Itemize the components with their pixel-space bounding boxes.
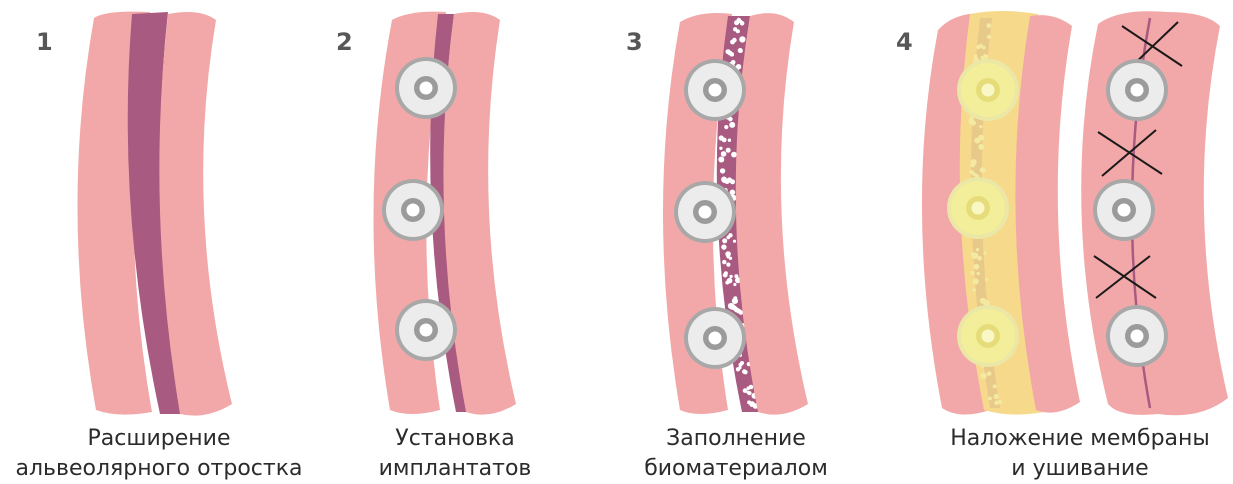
caption-line: альвеолярного отростка xyxy=(0,454,318,484)
granule xyxy=(970,170,974,174)
granule xyxy=(739,36,745,42)
granule xyxy=(978,144,984,150)
granule xyxy=(979,125,982,128)
granule xyxy=(724,125,728,129)
granule xyxy=(722,238,727,243)
granule xyxy=(988,397,992,401)
granule xyxy=(981,168,986,173)
granule xyxy=(971,120,976,125)
granule xyxy=(731,152,737,158)
granule xyxy=(722,138,727,143)
granule xyxy=(721,151,727,157)
caption-line: Наложение мембраны xyxy=(930,424,1230,454)
granule xyxy=(983,252,986,255)
implant-icon xyxy=(684,59,746,121)
step-number: 4 xyxy=(896,28,913,56)
granule xyxy=(730,190,736,196)
implant-icon xyxy=(1106,59,1168,121)
granule xyxy=(733,240,736,243)
granule xyxy=(980,373,986,379)
granule xyxy=(976,272,980,276)
granule xyxy=(974,54,978,58)
caption-line: Расширение xyxy=(0,424,318,454)
implant-icon xyxy=(957,305,1019,367)
granule xyxy=(718,157,724,163)
granule xyxy=(719,147,722,150)
granule xyxy=(726,148,731,153)
granule xyxy=(986,23,991,28)
granule xyxy=(736,29,740,33)
caption-line: Установка xyxy=(340,424,570,454)
granule xyxy=(736,367,740,371)
step-3-illustration xyxy=(663,13,808,415)
granule xyxy=(739,20,743,24)
granule xyxy=(974,264,980,270)
step-number: 3 xyxy=(626,28,643,56)
granule xyxy=(974,138,980,144)
granule xyxy=(729,257,732,260)
granule xyxy=(721,244,726,249)
caption-line: имплантатов xyxy=(340,454,570,484)
granule xyxy=(722,260,726,264)
step-caption: Заполнение биоматериалом xyxy=(626,424,846,484)
step-caption: Установка имплантатов xyxy=(340,424,570,484)
step-number: 1 xyxy=(36,28,53,56)
granule xyxy=(976,248,979,251)
implant-icon xyxy=(382,179,444,241)
step-caption: Расширение альвеолярного отростка xyxy=(0,424,318,484)
granule xyxy=(724,271,728,275)
granule xyxy=(987,35,991,39)
granule xyxy=(731,53,734,56)
granule xyxy=(971,271,975,275)
step-caption: Наложение мембраны и ушивание xyxy=(930,424,1230,484)
implant-icon xyxy=(947,177,1009,239)
granule xyxy=(972,288,976,292)
granule xyxy=(743,370,747,374)
step-2-illustration xyxy=(373,12,516,415)
step-4-sutured-illustration xyxy=(1081,11,1228,415)
granule xyxy=(987,371,992,376)
granule xyxy=(720,168,725,173)
granule xyxy=(747,391,751,395)
granule xyxy=(733,306,738,311)
implant-icon xyxy=(1106,305,1168,367)
granule xyxy=(976,45,980,49)
implant-icon xyxy=(957,59,1019,121)
implant-icon xyxy=(1093,179,1155,241)
granule xyxy=(727,278,733,284)
step-number: 2 xyxy=(336,28,353,56)
granule xyxy=(730,40,735,45)
granule xyxy=(982,46,986,50)
implant-icon xyxy=(395,299,457,361)
implant-icon xyxy=(674,181,736,243)
caption-line: биоматериалом xyxy=(626,454,846,484)
implant-icon xyxy=(395,57,457,119)
granule xyxy=(728,139,731,142)
caption-line: Заполнение xyxy=(626,424,846,454)
granule xyxy=(739,363,743,367)
granule xyxy=(729,275,732,278)
granule xyxy=(994,401,999,406)
granule xyxy=(732,298,738,304)
granule xyxy=(726,263,730,267)
step-1-illustration xyxy=(77,12,232,416)
granule xyxy=(729,122,735,128)
granule xyxy=(730,179,735,184)
granule xyxy=(993,384,997,388)
granule xyxy=(728,233,732,237)
granule xyxy=(994,394,999,399)
implant-icon xyxy=(684,307,746,369)
granule xyxy=(970,162,975,167)
granule xyxy=(733,283,736,286)
granule xyxy=(722,177,728,183)
granule xyxy=(973,278,979,284)
granule xyxy=(985,278,988,281)
step-4-membrane-illustration xyxy=(922,11,1080,415)
caption-line: и ушивание xyxy=(930,454,1230,484)
granule xyxy=(747,386,751,390)
granule xyxy=(739,49,743,53)
granule xyxy=(972,253,978,259)
